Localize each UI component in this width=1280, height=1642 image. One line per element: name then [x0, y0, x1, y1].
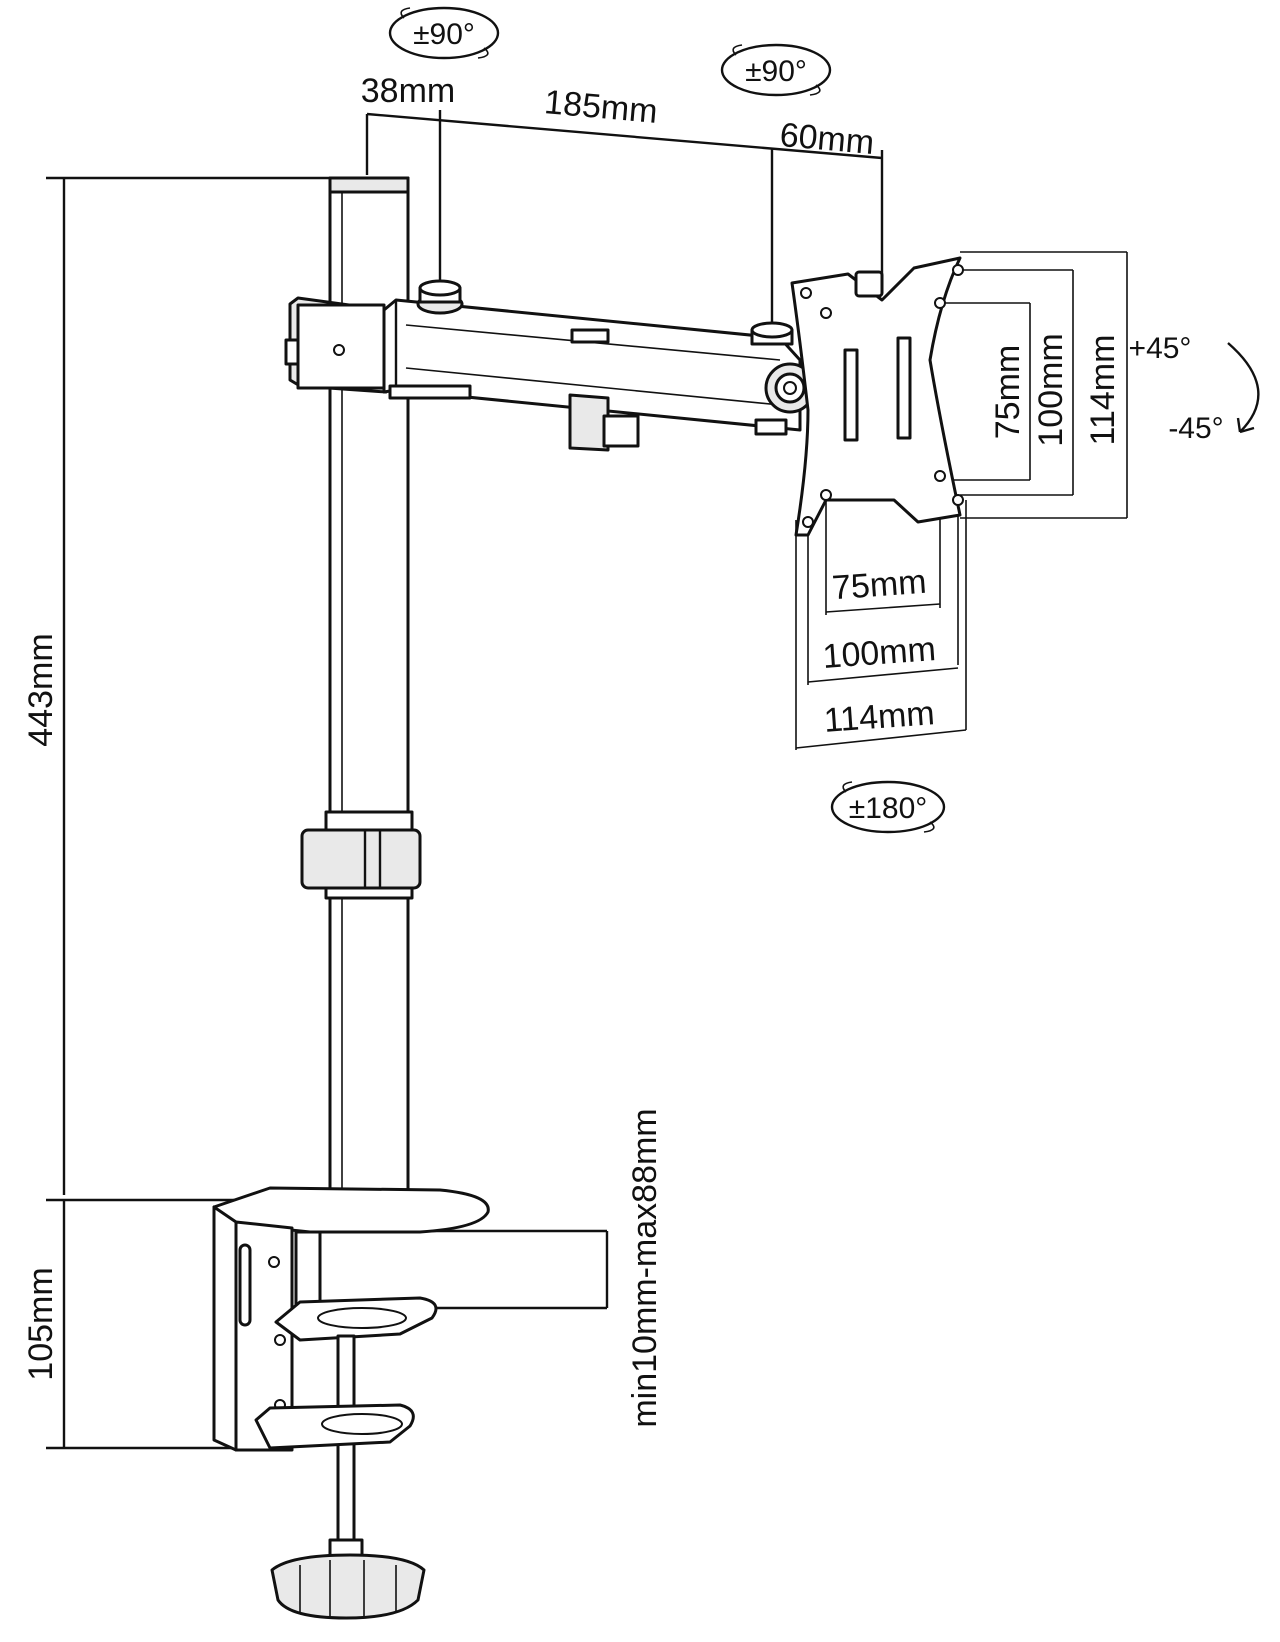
- dim-vesa-h-75: 75mm: [831, 563, 928, 607]
- tilt-indicator: +45° -45°: [1129, 332, 1260, 445]
- dim-arm-length: 185mm: [543, 83, 659, 131]
- dimension-lines: [46, 110, 1128, 1450]
- pole: [328, 176, 410, 1212]
- tilt-down-label: -45°: [1168, 412, 1223, 445]
- arm: [284, 279, 816, 452]
- height-collar: [300, 810, 422, 900]
- dim-pole-diameter: 38mm: [361, 72, 455, 110]
- dim-vesa-h-114: 114mm: [823, 694, 936, 740]
- angle-label: ±90°: [745, 55, 807, 88]
- desk-clamp: [212, 1186, 490, 1620]
- dim-vesa-v-114: 114mm: [1084, 335, 1122, 446]
- dimension-labels: 38mm 185mm 60mm 443mm 105mm min10mm-max8…: [22, 72, 1122, 1428]
- dim-head-offset: 60mm: [778, 116, 875, 162]
- rotation-badge-pole: ±90°: [388, 6, 500, 60]
- vesa-plate: [790, 256, 964, 537]
- tilt-up-label: +45°: [1129, 332, 1192, 365]
- rotation-badge-plate: ±180°: [830, 780, 946, 834]
- dim-clamp-range: min10mm-max88mm: [626, 1108, 664, 1427]
- dim-pole-height: 443mm: [22, 633, 60, 746]
- dim-vesa-v-100: 100mm: [1032, 333, 1070, 446]
- dim-vesa-h-100: 100mm: [821, 630, 937, 676]
- dim-vesa-v-75: 75mm: [989, 345, 1027, 439]
- dim-clamp-height: 105mm: [22, 1267, 60, 1380]
- angle-label: ±180°: [849, 792, 928, 825]
- angle-label: ±90°: [413, 18, 475, 51]
- rotation-badge-head: ±90°: [720, 43, 832, 97]
